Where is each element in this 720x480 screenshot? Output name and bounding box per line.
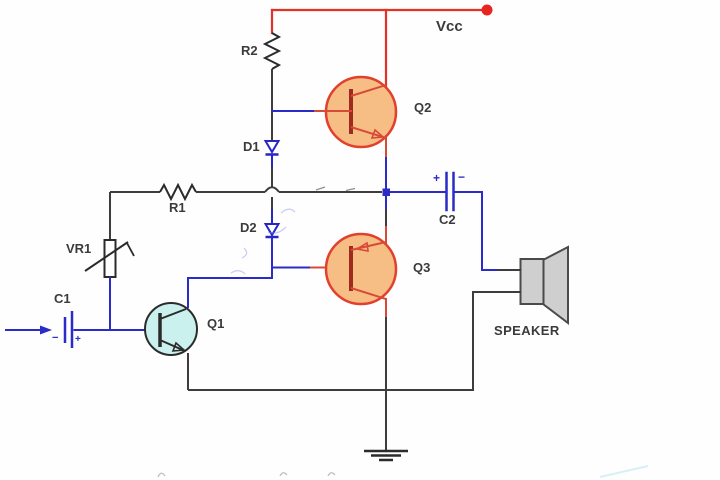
d2-diode	[263, 223, 281, 239]
c2-plus-sign: +	[433, 171, 441, 185]
d1-diode	[263, 140, 281, 156]
blue-smudge-artifacts	[230, 208, 296, 275]
c1-label: C1	[54, 291, 71, 306]
q3-label: Q3	[413, 260, 431, 275]
scan-artifacts	[315, 186, 356, 192]
c2-minus-sign: −	[458, 170, 466, 184]
vcc-terminal-dot	[481, 4, 493, 16]
q1-collector-wire	[187, 266, 311, 308]
c2-capacitor	[389, 171, 499, 271]
c2-label: C2	[439, 212, 456, 227]
r2-label: R2	[241, 43, 258, 58]
c1-plus-sign: +	[75, 334, 81, 345]
vcc-label: Vcc	[436, 18, 463, 35]
speaker-wires	[472, 269, 521, 391]
r1-resistor	[109, 182, 382, 240]
d1-label: D1	[243, 139, 260, 154]
speaker-icon	[519, 245, 569, 326]
vr1-potentiometer	[84, 239, 135, 278]
q1-transistor	[144, 302, 198, 356]
q1-label: Q1	[207, 316, 225, 331]
q2-transistor	[324, 75, 398, 149]
q3-transistor	[324, 232, 398, 306]
ground-symbol	[364, 449, 408, 462]
r1-label: R1	[169, 200, 186, 215]
bottom-cutoff-text-marks	[157, 472, 336, 478]
c1-minus-sign: −	[52, 332, 59, 344]
speaker-label: SPEAKER	[494, 323, 560, 338]
r2-resistor	[262, 32, 282, 141]
vr1-label: VR1	[66, 241, 92, 256]
q2-label: Q2	[414, 100, 432, 115]
d2-label: D2	[240, 220, 257, 235]
signal-input-arrow	[5, 325, 52, 335]
cyan-streak-artifact	[599, 465, 649, 478]
output-junction-dot	[382, 188, 390, 196]
vcc-rail	[270, 8, 489, 89]
